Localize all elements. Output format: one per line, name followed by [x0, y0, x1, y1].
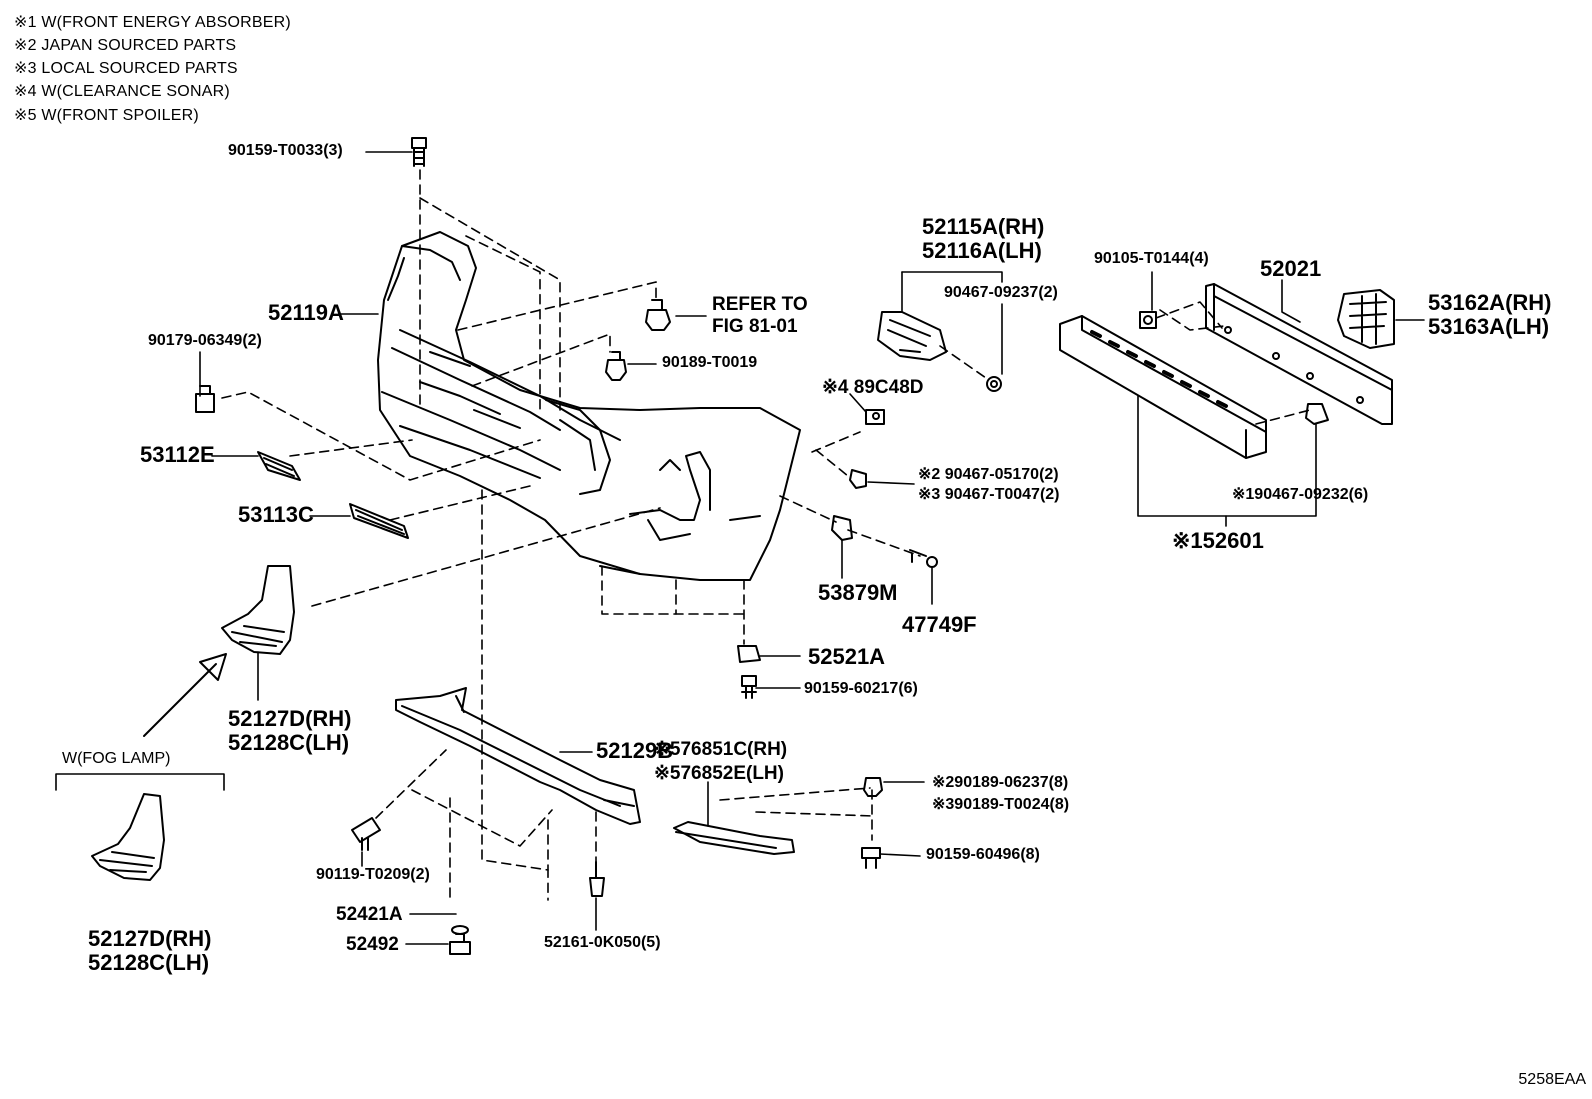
bracket-illustration	[1337, 289, 1395, 349]
under-cover-illustration	[395, 687, 641, 825]
energy-absorber-illustration	[1059, 315, 1267, 459]
label-52127D-lower[interactable]: 52127D(RH)	[88, 926, 212, 951]
label-52115A[interactable]: 52115A(RH)	[922, 214, 1045, 239]
label-90467-09237[interactable]: 90467-09237(2)	[944, 284, 1058, 301]
label-90119-T0209[interactable]: 90119-T0209(2)	[316, 866, 430, 883]
label-76851C[interactable]: ※576851C(RH)	[654, 739, 788, 760]
fog-lamp-bracket	[55, 773, 225, 791]
label-90159-60217[interactable]: 90159-60217(6)	[804, 680, 918, 697]
label-52421A[interactable]: 52421A	[336, 904, 403, 925]
label-refer-fig[interactable]: FIG 81-01	[712, 316, 798, 337]
label-52521A[interactable]: 52521A	[808, 644, 886, 669]
diagram-code: 5258EAA	[1518, 1071, 1586, 1088]
label-53879M[interactable]: 53879M	[818, 580, 898, 605]
label-90105-T0144[interactable]: 90105-T0144(4)	[1094, 250, 1209, 267]
label-52129B[interactable]: 52129B	[596, 738, 674, 763]
label-53113C[interactable]: 53113C	[238, 502, 314, 527]
mudguard-illustration-lower	[91, 793, 165, 881]
label-90159-T0033[interactable]: 90159-T0033(3)	[228, 142, 343, 159]
note-4: ※4 W(CLEARANCE SONAR)	[14, 83, 230, 100]
label-90189-T0019[interactable]: 90189-T0019	[662, 354, 758, 371]
label-52492[interactable]: 52492	[346, 934, 399, 955]
label-52119A[interactable]: 52119A	[268, 300, 344, 325]
label-53112E[interactable]: 53112E	[140, 442, 215, 467]
label-53162A[interactable]: 53162A(RH)	[1428, 290, 1552, 315]
label-76852E[interactable]: ※576852E(LH)	[654, 763, 784, 784]
label-89C48D[interactable]: ※4 89C48D	[822, 377, 924, 398]
label-90179-06349[interactable]: 90179-06349(2)	[148, 332, 262, 349]
label-90189-06237[interactable]: ※290189-06237(8)	[932, 774, 1069, 791]
label-90467-05170[interactable]: ※2 90467-05170(2)	[918, 466, 1059, 483]
note-3: ※3 LOCAL SOURCED PARTS	[14, 60, 238, 77]
label-90159-60496[interactable]: 90159-60496(8)	[926, 846, 1040, 863]
label-90467-09232[interactable]: ※190467-09232(6)	[1232, 486, 1369, 503]
label-53163A[interactable]: 53163A(LH)	[1428, 314, 1550, 339]
arrow-head	[199, 653, 227, 681]
mudguard-illustration-upper	[221, 565, 295, 655]
spoiler-illustration	[673, 821, 795, 855]
arrow-line	[143, 663, 217, 737]
note-1: ※1 W(FRONT ENERGY ABSORBER)	[14, 14, 291, 31]
dashed-leaders	[221, 169, 1311, 901]
bumper-cover-illustration	[377, 231, 801, 581]
label-52116A[interactable]: 52116A(LH)	[922, 238, 1042, 263]
label-fog-lamp: W(FOG LAMP)	[62, 750, 171, 767]
label-refer-to: REFER TO	[712, 294, 808, 315]
label-47749F[interactable]: 47749F	[902, 612, 977, 637]
label-52161-0K050[interactable]: 52161-0K050(5)	[544, 934, 661, 951]
label-52601[interactable]: ※152601	[1172, 528, 1264, 553]
label-52127D-upper[interactable]: 52127D(RH)	[228, 706, 352, 731]
note-5: ※5 W(FRONT SPOILER)	[14, 107, 199, 124]
label-90467-T0047[interactable]: ※3 90467-T0047(2)	[918, 486, 1060, 503]
note-2: ※2 JAPAN SOURCED PARTS	[14, 37, 237, 54]
reinforcement-illustration	[1205, 283, 1393, 425]
solid-leaders	[199, 151, 1425, 945]
label-52128C-upper[interactable]: 52128C(LH)	[228, 730, 350, 755]
fastener-illustrations	[195, 137, 1329, 955]
label-52128C-lower[interactable]: 52128C(LH)	[88, 950, 210, 975]
label-90189-T0024[interactable]: ※390189-T0024(8)	[932, 796, 1070, 813]
label-52021[interactable]: 52021	[1260, 256, 1322, 281]
